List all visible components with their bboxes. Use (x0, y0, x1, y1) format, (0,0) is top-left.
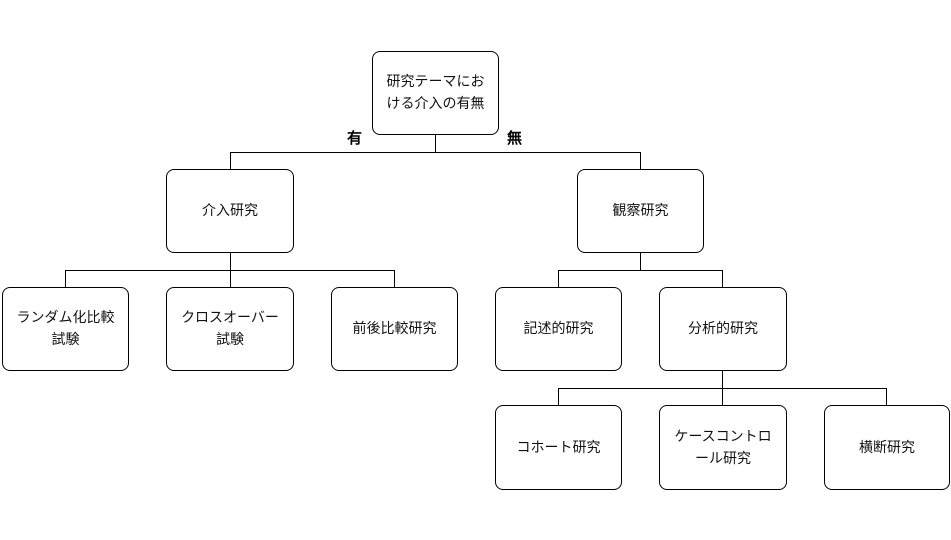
node-cohort: コホート研究 (495, 405, 622, 490)
node-analytical: 分析的研究 (659, 287, 787, 371)
node-before-after: 前後比較研究 (331, 287, 458, 371)
node-case-control: ケースコントロール研究 (659, 405, 787, 490)
edge-label-no: 無 (507, 129, 523, 147)
node-descriptive: 記述的研究 (495, 287, 622, 371)
node-observational: 観察研究 (577, 169, 704, 253)
edge-label-yes: 有 (347, 129, 363, 147)
node-rct: ランダム化比較試験 (2, 287, 129, 371)
node-crossover: クロスオーバー試験 (166, 287, 294, 371)
node-cross-sectional: 横断研究 (824, 405, 950, 490)
node-root: 研究テーマにおける介入の有無 (372, 51, 499, 135)
node-interventional: 介入研究 (166, 169, 294, 253)
